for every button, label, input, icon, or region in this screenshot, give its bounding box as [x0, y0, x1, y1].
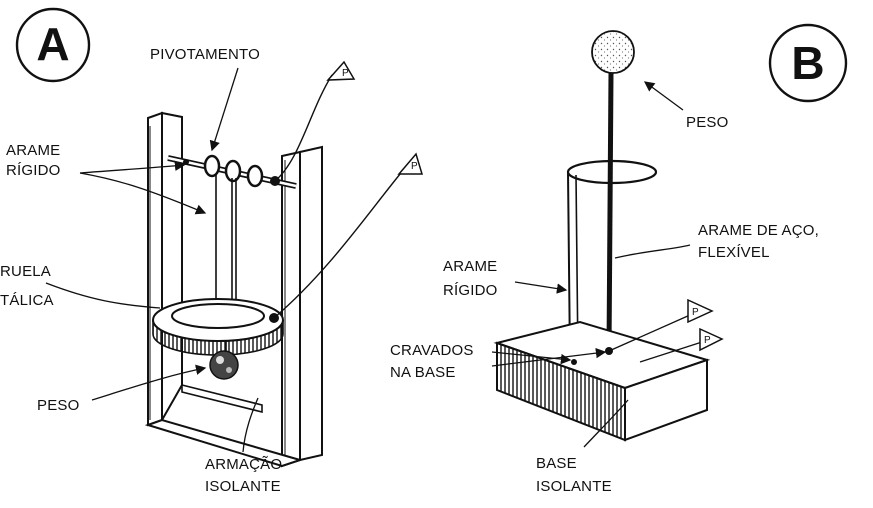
- weight-leader-b: [643, 81, 684, 111]
- p-tag-b1: [687, 298, 714, 324]
- pivot-leader: [209, 67, 239, 152]
- label-base-2: ISOLANTE: [536, 478, 612, 495]
- frame-leader: [242, 397, 259, 453]
- letter-b-circle: [768, 23, 848, 103]
- p-tag-mid: [397, 152, 424, 175]
- rigid-wire-axis: [167, 154, 297, 189]
- panel-a-letter: A: [36, 18, 70, 70]
- wire-leader-1: [79, 172, 207, 215]
- label-rigid-wire-b-2: RÍGIDO: [443, 282, 498, 299]
- letter-a-circle: [15, 7, 91, 83]
- weight-ball: [209, 350, 239, 380]
- p-tag-b2-label: P: [704, 335, 711, 346]
- label-frame-2: ISOLANTE: [205, 478, 281, 495]
- label-washer-1: RUELA: [0, 263, 52, 280]
- panel-a: P P: [15, 7, 424, 468]
- weight-leader: [91, 364, 207, 401]
- p-tag-mid-label: P: [411, 161, 418, 172]
- p-tag-top: [326, 60, 356, 81]
- p-tag-b2: [699, 327, 724, 352]
- steel-wire: [606, 72, 614, 351]
- label-frame-1: ARMAÇÃO: [205, 456, 283, 473]
- p-tag-top-label: P: [342, 68, 349, 79]
- label-weight-b: PESO: [686, 114, 729, 131]
- label-rigid-wire-a-1: ARAME: [6, 142, 61, 159]
- panel-b-letter: B: [791, 37, 825, 89]
- insulating-base: [493, 320, 711, 442]
- label-base-1: BASE: [536, 455, 577, 472]
- label-rigid-wire-b-1: ARAME: [443, 258, 498, 275]
- fixed-leader-2: [491, 347, 607, 367]
- rigid-leader-b: [514, 281, 568, 294]
- fixed-leader-1: [491, 351, 572, 365]
- steel-leader: [614, 244, 691, 259]
- base-leader: [583, 399, 629, 448]
- panel-b: P P: [491, 23, 848, 448]
- washer-leader: [45, 282, 161, 309]
- label-rigid-wire-a-2: RÍGIDO: [6, 162, 61, 179]
- top-weight-ball: [591, 30, 635, 74]
- p-tag-b1-label: P: [692, 307, 699, 318]
- metal-washer: [152, 298, 284, 356]
- label-steel-wire-1: ARAME DE AÇO,: [698, 222, 819, 239]
- label-weight-a: PESO: [37, 397, 80, 414]
- label-fixed-2: NA BASE: [390, 364, 456, 381]
- label-fixed-1: CRAVADOS: [390, 342, 474, 359]
- label-steel-wire-2: FLEXÍVEL: [698, 244, 770, 261]
- label-pivot: PIVOTAMENTO: [150, 46, 260, 63]
- wire-leader-2: [79, 160, 186, 174]
- label-washer-2: TÁLICA: [0, 292, 54, 309]
